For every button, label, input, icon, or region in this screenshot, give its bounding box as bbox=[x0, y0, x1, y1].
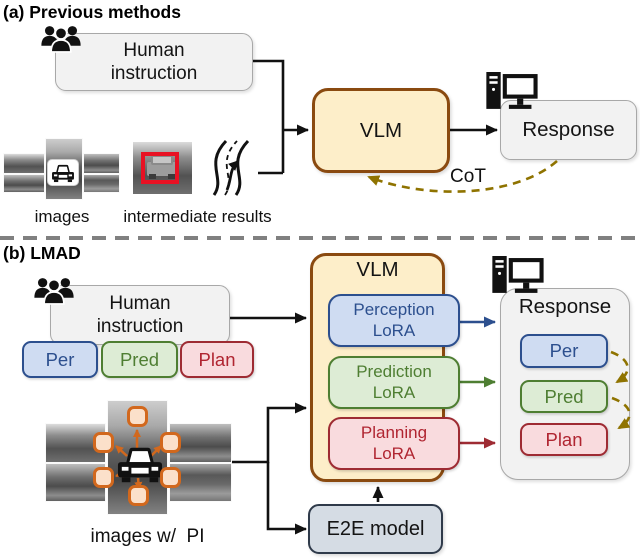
tag-label: Pred bbox=[119, 348, 160, 370]
human-instruction-box-b: Human instruction bbox=[50, 285, 230, 345]
pi-node-icon bbox=[160, 467, 181, 488]
pi-node-icon bbox=[127, 406, 148, 427]
lora-label: Prediction LoRA bbox=[356, 362, 432, 402]
detected-car-icon bbox=[147, 155, 177, 179]
tag-label: Per bbox=[45, 348, 75, 370]
human-instruction-label: Human instruction bbox=[110, 39, 198, 84]
section-b-title: (b) LMAD bbox=[3, 243, 81, 263]
red-bounding-box-icon bbox=[141, 152, 179, 184]
vlm-box-a: VLM bbox=[312, 88, 450, 173]
road-icon bbox=[212, 139, 250, 196]
human-instruction-box-a: Human instruction bbox=[55, 33, 253, 91]
detection-result-image bbox=[133, 142, 192, 194]
camera-images-cluster-b bbox=[45, 400, 232, 516]
vlm-label: VLM bbox=[359, 118, 403, 142]
camera-photo bbox=[83, 153, 120, 174]
instruction-tag-pred: Pred bbox=[101, 341, 178, 378]
perception-lora-box: Perception LoRA bbox=[328, 294, 460, 347]
car-icon bbox=[117, 447, 163, 483]
lora-label: Planning LoRA bbox=[360, 423, 428, 463]
human-instruction-label: Human instruction bbox=[96, 292, 184, 337]
tag-label: Pred bbox=[544, 385, 584, 407]
pi-node-icon bbox=[93, 467, 114, 488]
car-icon bbox=[52, 164, 74, 182]
planning-lora-box: Planning LoRA bbox=[328, 417, 460, 470]
camera-photo bbox=[3, 174, 45, 193]
images-pi-caption: images w/ PI bbox=[90, 526, 205, 547]
camera-images-cluster-a bbox=[3, 138, 120, 205]
instruction-tag-plan: Plan bbox=[180, 341, 254, 378]
pi-node-icon bbox=[93, 432, 114, 453]
camera-photo bbox=[83, 174, 120, 193]
intermediate-results-caption: intermediate results bbox=[123, 207, 272, 226]
response-box-a: Response bbox=[500, 100, 637, 160]
response-tag-plan: Plan bbox=[520, 423, 608, 456]
e2e-model-box: E2E model bbox=[308, 504, 443, 554]
tag-label: Per bbox=[549, 340, 579, 361]
response-tag-pred: Pred bbox=[520, 380, 608, 413]
tag-label: Plan bbox=[545, 428, 583, 450]
response-label: Response bbox=[518, 295, 612, 318]
lora-label: Perception LoRA bbox=[353, 300, 435, 340]
response-tag-per: Per bbox=[520, 334, 608, 368]
section-a-title: (a) Previous methods bbox=[3, 2, 181, 22]
camera-photo bbox=[3, 153, 45, 174]
prediction-lora-box: Prediction LoRA bbox=[328, 356, 460, 409]
response-label: Response bbox=[522, 118, 615, 141]
cot-label: CoT bbox=[450, 166, 486, 187]
vlm-label: VLM bbox=[356, 258, 399, 281]
pi-node-icon bbox=[160, 432, 181, 453]
ego-car-badge bbox=[47, 159, 79, 186]
pi-node-icon bbox=[128, 485, 149, 506]
e2e-label: E2E model bbox=[326, 517, 425, 540]
instruction-tag-per: Per bbox=[22, 341, 98, 378]
tag-label: Plan bbox=[198, 348, 236, 370]
images-caption-a: images bbox=[34, 207, 90, 226]
